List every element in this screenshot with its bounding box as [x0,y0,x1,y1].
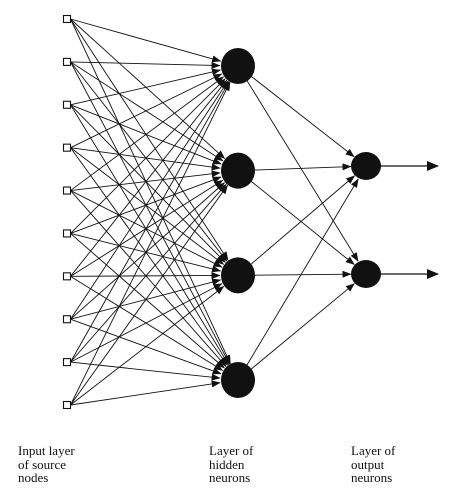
connection-hidden-1-to-output-1 [251,76,355,158]
output-neuron-2 [351,260,381,288]
connection-hidden-3-to-output-2 [254,270,352,278]
connection-input-4-to-hidden-4 [70,147,228,366]
hidden-layer-caption: Layer of hidden neurons [209,444,253,485]
connection-input-8-to-hidden-1 [70,80,229,320]
hidden-caption-line-2: hidden [209,456,245,472]
connection-input-10-to-hidden-4 [70,380,221,406]
hidden-neuron-4 [221,362,255,398]
connection-input-3-to-hidden-3 [70,104,226,263]
hidden-layer-neurons [221,48,255,398]
connection-input-1-to-hidden-1 [70,18,222,63]
connection-input-2-to-hidden-2 [70,61,224,162]
input-node-2 [62,57,72,66]
input-layer-caption: Input layer of source nodes [18,444,75,485]
input-node-8 [62,315,72,324]
hidden-neuron-2 [221,152,255,189]
connection-input-7-to-hidden-3 [70,271,221,279]
output-layer-neurons [351,152,381,288]
connection-input-9-to-hidden-3 [70,283,223,363]
input-caption-line-1: Input layer [18,443,75,458]
connection-input-6-to-hidden-1 [70,78,226,234]
input-node-5 [62,186,72,195]
hidden-caption-line-3: neurons [209,470,251,485]
input-node-6 [62,229,72,238]
connection-input-5-to-hidden-4 [70,190,227,367]
connection-input-7-to-hidden-4 [70,275,224,371]
connection-input-4-to-hidden-1 [70,73,223,149]
hidden-to-output-connections [246,76,359,370]
connection-hidden-4-to-output-2 [250,283,355,370]
input-caption-line-2: of source [18,456,67,472]
hidden-caption-line-1: Layer of [209,443,254,458]
connection-input-5-to-hidden-1 [70,76,224,191]
connection-input-3-to-hidden-4 [70,104,230,366]
connection-input-2-to-hidden-4 [70,61,231,365]
connection-hidden-3-to-output-1 [250,175,355,265]
output-caption-line-1: Layer of [351,443,396,458]
connection-input-2-to-hidden-3 [70,61,228,262]
connection-input-3-to-hidden-1 [70,68,221,106]
neural-network-diagram [62,14,439,410]
connection-input-7-to-hidden-1 [70,79,228,277]
connection-hidden-2-to-output-2 [250,180,355,265]
output-arrows [380,161,439,279]
input-node-9 [62,358,72,367]
input-node-1 [62,14,72,24]
connection-input-2-to-hidden-1 [70,61,221,69]
connection-input-9-to-hidden-2 [70,183,227,363]
connection-hidden-4-to-output-1 [246,178,359,366]
hidden-neuron-1 [221,48,255,84]
connection-input-4-to-hidden-2 [70,147,221,171]
hidden-neuron-3 [221,257,255,294]
output-caption-line-3: neurons [351,470,393,485]
input-node-4 [62,143,72,152]
connection-input-1-to-hidden-3 [70,18,229,261]
connection-input-10-to-hidden-2 [70,184,228,406]
input-node-10 [62,400,72,410]
input-to-hidden-connections [70,18,231,406]
input-node-7 [62,272,72,281]
connection-input-9-to-hidden-4 [70,361,221,381]
output-neuron-1 [351,152,381,180]
input-layer-nodes [62,14,72,410]
connection-input-8-to-hidden-2 [70,182,225,320]
output-caption-line-2: output [351,456,385,472]
connection-hidden-1-to-output-2 [246,80,359,262]
connection-input-6-to-hidden-4 [70,233,225,369]
input-caption-line-3: nodes [18,470,49,485]
output-layer-caption: Layer of output neurons [351,444,395,485]
connection-input-9-to-hidden-1 [70,81,230,363]
connection-input-10-to-hidden-1 [70,81,231,406]
connection-input-4-to-hidden-3 [70,147,225,265]
connection-input-10-to-hidden-3 [70,285,225,406]
connection-hidden-2-to-output-1 [254,163,352,171]
input-node-3 [62,100,72,109]
connection-input-1-to-hidden-4 [70,18,231,365]
